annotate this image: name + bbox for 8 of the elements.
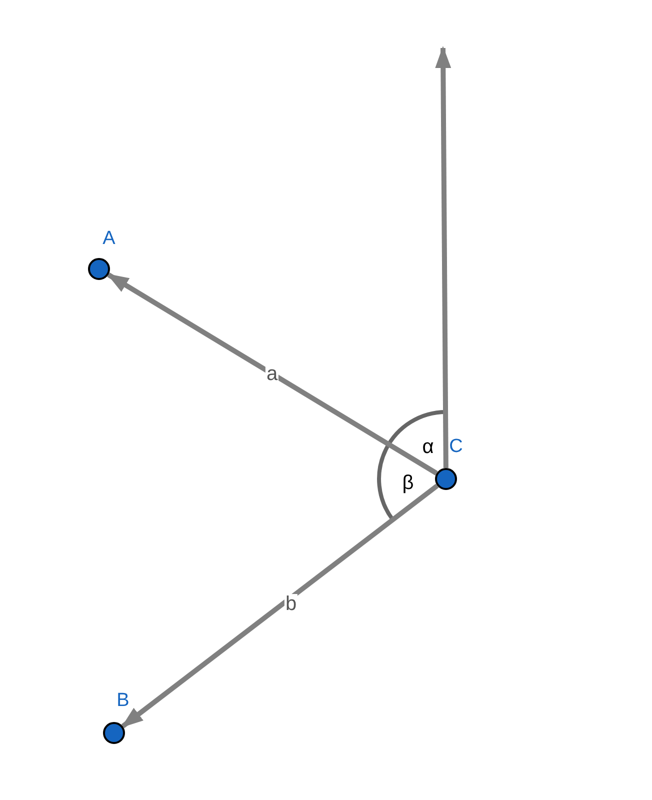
arrow [435, 46, 452, 468]
arrow [121, 484, 439, 728]
point-label: A [102, 229, 116, 248]
point-label: B [116, 691, 130, 710]
angle-label: α [422, 437, 434, 457]
angle-label: β [402, 473, 414, 493]
arrow [106, 272, 438, 476]
point-label: C [449, 437, 463, 456]
